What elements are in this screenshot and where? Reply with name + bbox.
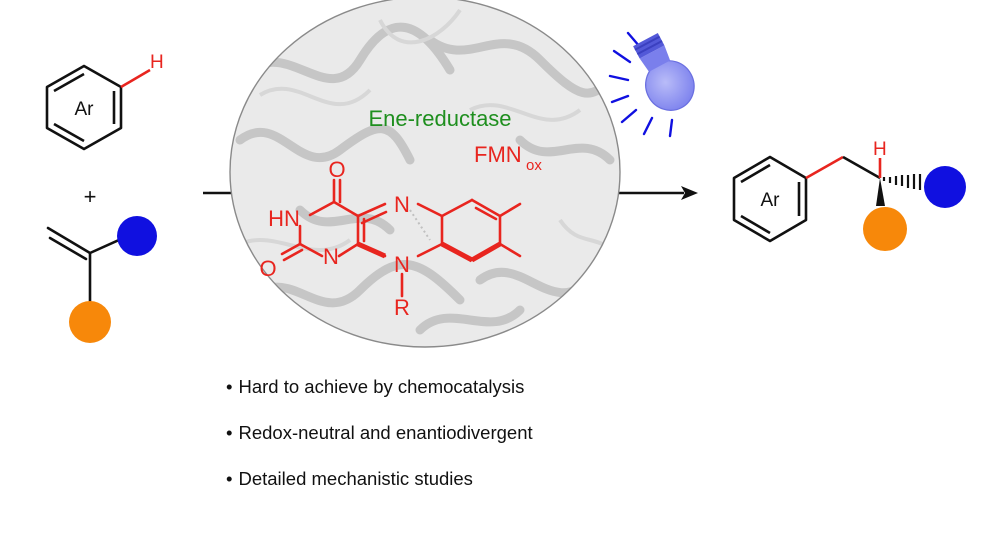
key-point: •Detailed mechanistic studies — [226, 468, 533, 514]
hashed-wedge-bond — [882, 174, 922, 190]
key-point-text: Detailed mechanistic studies — [238, 468, 473, 489]
fmn-bold-bond — [356, 241, 387, 259]
fmn-atom-n-top: N — [394, 192, 410, 217]
product: Ar H — [732, 139, 966, 251]
arene-h-label: H — [150, 52, 164, 73]
product-new-bond — [805, 155, 844, 180]
key-point-text: Redox-neutral and enantiodivergent — [238, 422, 533, 443]
plus-sign: + — [84, 184, 97, 209]
fmn-atom-r: R — [394, 295, 410, 320]
orange-circle-icon — [863, 207, 907, 251]
key-point: •Hard to achieve by chemocatalysis — [226, 376, 533, 422]
cofactor-label: FMN ox — [474, 142, 542, 174]
fmn-bold-bond — [470, 241, 502, 263]
bullet-dot: • — [226, 376, 233, 397]
enzyme-structure-background — [230, 0, 620, 347]
key-point-text: Hard to achieve by chemocatalysis — [238, 376, 525, 397]
protein-ribbons — [235, 22, 615, 335]
blue-circle-icon — [924, 166, 966, 208]
key-points-list: •Hard to achieve by chemocatalysis •Redo… — [226, 376, 533, 514]
fmn-atom-o-top: O — [328, 157, 345, 182]
ch-bond — [120, 68, 151, 89]
alkene-double-bond — [46, 226, 92, 255]
enzyme-name: Ene-reductase — [368, 106, 511, 131]
fmn-atom-labels: O HN O N N N R — [259, 157, 410, 320]
fmn-atom-n-ring: N — [323, 244, 339, 269]
alkene-double-bond — [48, 236, 88, 261]
arene-label: Ar — [75, 99, 95, 120]
arene-double-bond — [53, 72, 85, 93]
product-double-bond — [740, 214, 771, 235]
cofactor-subscript: ox — [526, 157, 542, 174]
product-h-label: H — [873, 139, 887, 160]
enzyme-bubble-outline — [229, 0, 621, 348]
fmn-atom-n-bottom: N — [394, 252, 410, 277]
bullet-dot: • — [226, 468, 233, 489]
reaction-arrowhead — [681, 186, 698, 200]
hydride-contact-dashes — [409, 209, 431, 241]
product-double-bond — [740, 163, 771, 184]
arene-reactant: Ar H — [45, 52, 164, 151]
cofactor-name: FMN — [474, 142, 522, 167]
light-bulb-icon — [608, 31, 695, 138]
bullet-dot: • — [226, 422, 233, 443]
key-point: •Redox-neutral and enantiodivergent — [226, 422, 533, 468]
fmn-atom-hn: HN — [268, 206, 300, 231]
blue-circle-icon — [117, 216, 157, 256]
product-arene-label: Ar — [761, 190, 781, 211]
solid-wedge-bond — [876, 178, 885, 206]
product-bond — [842, 155, 881, 180]
fmn-bold-bond — [440, 241, 474, 263]
orange-circle-icon — [69, 301, 111, 343]
alkene-reactant — [46, 216, 157, 343]
enzyme-bubble: Ene-reductase FMN ox — [229, 0, 621, 348]
fmn-atom-o-left: O — [259, 256, 276, 281]
arene-double-bond — [53, 122, 85, 143]
